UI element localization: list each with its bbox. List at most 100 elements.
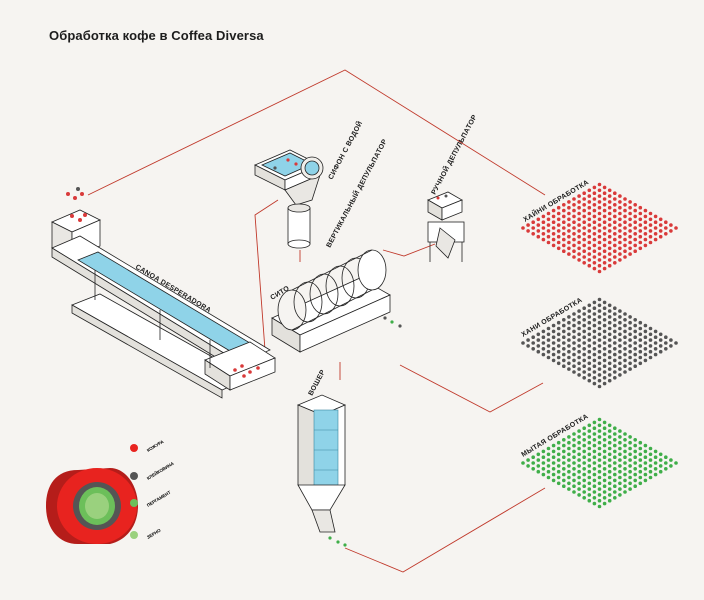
bean-dot — [567, 435, 571, 439]
bean-dot — [602, 197, 607, 201]
bean-dot — [562, 335, 566, 340]
bean-dot — [628, 315, 632, 319]
bean-dot — [536, 223, 541, 227]
bean-dot — [577, 446, 581, 451]
bean-dot — [582, 478, 586, 483]
bean-dot — [562, 341, 566, 345]
bean-dot — [572, 432, 576, 436]
bean-dot — [607, 234, 612, 239]
bean-dot — [664, 467, 668, 471]
bean-dot — [536, 217, 541, 222]
bean-dot — [592, 341, 597, 345]
bean-dot — [618, 309, 622, 313]
bean-dot — [572, 352, 576, 357]
bean-dot — [587, 205, 592, 210]
bean-dot — [551, 335, 556, 340]
bean-dot — [623, 370, 627, 374]
bean-dot — [582, 237, 586, 242]
bean-dot — [587, 475, 592, 480]
bean-dot — [587, 223, 592, 227]
bean-dot — [602, 381, 607, 386]
bean-dot — [648, 240, 653, 245]
bean-dot — [633, 208, 637, 213]
bean-dot — [592, 347, 597, 351]
bean-dot — [546, 240, 551, 245]
bean-dot — [582, 312, 586, 316]
bean-dot — [607, 355, 612, 360]
bean-dot — [582, 352, 586, 357]
bean-dot — [638, 464, 643, 468]
bean-dot — [638, 481, 643, 486]
bean-dot — [572, 323, 576, 328]
bean-dot — [551, 220, 556, 224]
bean-dot — [592, 420, 597, 425]
bean-dot — [607, 452, 612, 457]
bean-dot — [551, 478, 556, 483]
bean-dot — [628, 469, 632, 474]
bean-dot — [648, 211, 653, 216]
bean-dot — [531, 347, 535, 351]
bean-dot — [531, 461, 535, 465]
bean-dot — [562, 208, 566, 213]
bean-dot — [592, 208, 597, 213]
bean-dot — [556, 338, 561, 342]
bean-dot — [643, 449, 648, 454]
bean-dot — [607, 481, 612, 486]
bean-dot — [587, 435, 592, 439]
bean-dot — [597, 263, 602, 268]
bean-dot — [572, 472, 576, 477]
bean-dot — [628, 200, 632, 204]
bean-dot — [643, 232, 648, 236]
label-manual-depulper: РУЧНОЙ ДЕПУЛЬПАТОР — [429, 113, 479, 196]
bean-dot — [664, 226, 668, 230]
bean-dot — [658, 229, 663, 233]
bean-dot — [597, 252, 602, 256]
bean-dot — [658, 234, 663, 239]
bean-dot — [531, 232, 535, 236]
legend: КОЖУРА КЛЕЙКОВИНА ПЕРГАМЕНТ ЗЕРНО — [130, 439, 175, 540]
bean-dot — [613, 370, 617, 374]
bean-dot — [587, 349, 592, 354]
bean-dot — [577, 429, 581, 433]
legend-label-bean: ЗЕРНО — [146, 527, 162, 539]
bean-dot — [551, 214, 556, 219]
bean-dot — [597, 200, 602, 204]
bean-dot — [648, 349, 653, 354]
bean-dot — [613, 478, 617, 483]
bean-dot — [602, 358, 607, 363]
bean-dot — [577, 493, 581, 497]
bean-dot — [613, 197, 617, 201]
legend-label-parchment: ПЕРГАМЕНТ — [146, 490, 172, 508]
bean-dot — [623, 490, 627, 494]
bean-dot — [582, 203, 586, 207]
bean-dot — [597, 429, 602, 433]
bean-dot — [582, 490, 586, 494]
bean-dot — [602, 208, 607, 213]
bean-dot — [592, 358, 597, 363]
bean-dot — [597, 452, 602, 457]
bean-dot — [653, 352, 658, 357]
bean-dot — [648, 475, 653, 480]
bean-dot — [577, 475, 581, 480]
bean-dot — [613, 358, 617, 363]
bean-dot — [607, 338, 612, 342]
bean-dot — [577, 234, 581, 239]
bean-dot — [638, 475, 643, 480]
bean-dot — [587, 217, 592, 222]
bean-dot — [638, 349, 643, 354]
bean-dot — [597, 309, 602, 313]
bean-dot — [653, 329, 658, 334]
bean-dot — [567, 205, 571, 210]
bean-dot — [562, 226, 566, 230]
bean-dot — [592, 220, 597, 224]
flow-sieve-to-natural — [399, 364, 544, 413]
bean-dot — [582, 318, 586, 322]
bean-dot — [597, 378, 602, 383]
bean-dot — [653, 449, 658, 454]
bean-dot — [526, 464, 530, 468]
bean-dot — [664, 347, 668, 351]
bean-dot — [653, 220, 658, 224]
bean-dot — [648, 229, 653, 233]
bean-dot — [643, 220, 648, 224]
bean-dot — [607, 446, 612, 451]
